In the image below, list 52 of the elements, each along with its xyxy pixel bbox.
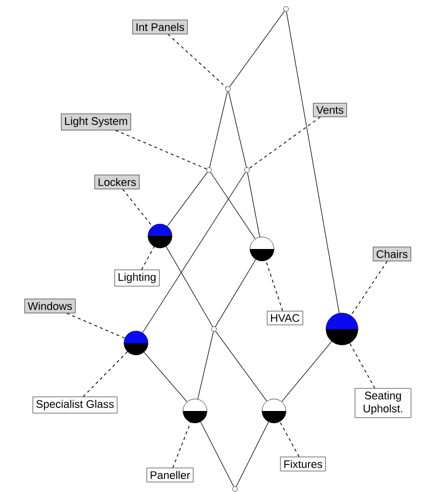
lattice-line <box>229 10 285 88</box>
attribute-label: Windows <box>24 298 76 314</box>
leader-line <box>168 34 226 88</box>
lattice-line <box>286 11 340 314</box>
lattice-line <box>281 341 332 402</box>
leader-line <box>248 116 321 169</box>
object-label: Specialist Glass <box>32 396 118 414</box>
concept-circle <box>148 224 172 248</box>
leader-line <box>279 421 300 458</box>
attribute-label: Vents <box>313 102 347 118</box>
concept-circle <box>326 312 358 346</box>
lattice-line <box>247 172 260 238</box>
lattice-line <box>210 172 256 240</box>
concept-circle <box>250 236 274 262</box>
concept-circle <box>124 330 148 356</box>
lattice-line <box>215 259 256 327</box>
lattice-line <box>142 172 246 334</box>
lattice-line <box>166 172 208 226</box>
leader-line <box>115 130 207 170</box>
attribute-label: Lockers <box>94 174 140 190</box>
leader-line <box>141 246 155 270</box>
leader-line <box>122 188 153 227</box>
attribute-label: Int Panels <box>132 20 188 34</box>
lattice-point <box>244 167 250 173</box>
concept-circle <box>182 398 208 424</box>
object-label: Fixtures <box>280 456 326 472</box>
lattice-line <box>200 422 234 487</box>
lattice-line <box>197 331 214 400</box>
lattice-line <box>236 422 269 487</box>
leader-line <box>349 342 376 389</box>
lattice-line <box>209 91 228 168</box>
lattice-point <box>232 486 238 492</box>
lattice-line <box>228 91 247 168</box>
leader-line <box>350 260 388 316</box>
lattice-point <box>206 167 212 173</box>
lattice-point <box>225 86 231 92</box>
leader-line <box>172 422 191 468</box>
object-label: Lighting <box>114 270 160 286</box>
leader-line <box>265 260 284 312</box>
concept-circle <box>262 398 286 424</box>
object-label: Paneller <box>146 468 194 482</box>
object-label: Seating Upholst. <box>354 388 412 418</box>
lattice-line <box>215 330 268 402</box>
lattice-point <box>211 326 217 332</box>
lattice-point <box>283 6 289 12</box>
object-label: HVAC <box>266 310 304 326</box>
lattice-line <box>144 352 188 402</box>
attribute-label: Light System <box>61 114 131 130</box>
lattice-line <box>166 246 213 327</box>
leader-line <box>66 312 126 339</box>
leader-line <box>82 351 128 398</box>
attribute-label: Chairs <box>372 246 412 262</box>
